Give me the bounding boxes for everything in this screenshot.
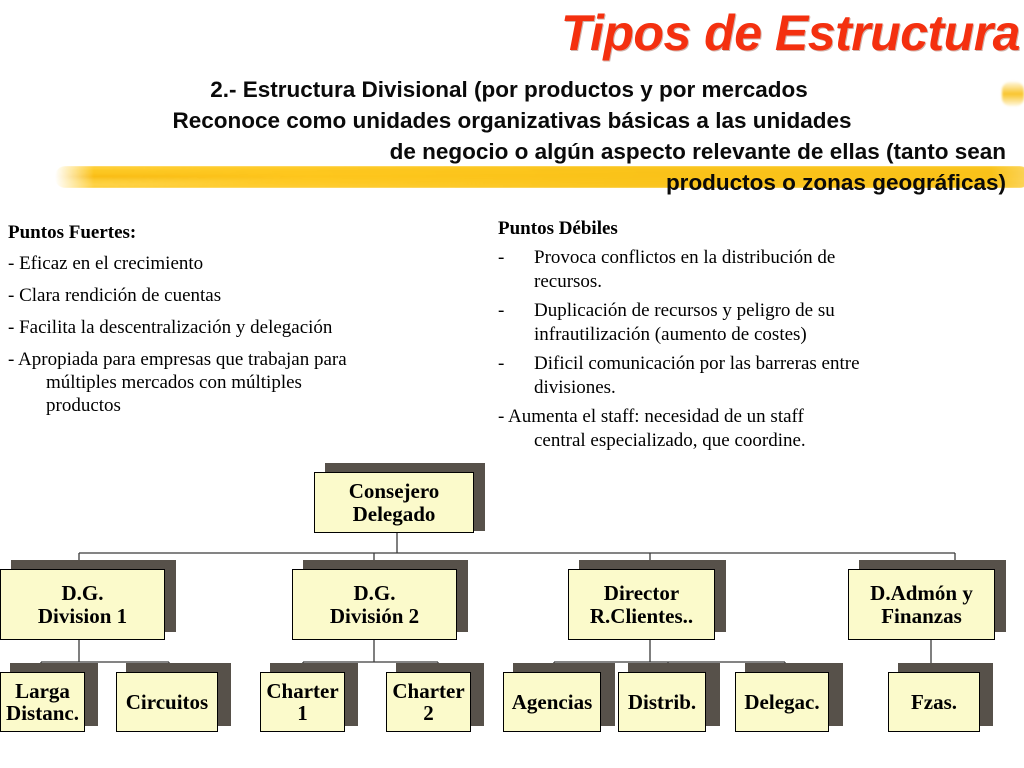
weaknesses-item-2: - Duplicación de recursos y peligro de s… (498, 299, 998, 347)
weaknesses-item-2-line1: Duplicación de recursos y peligro de su (534, 300, 835, 321)
org-node-director-rclientes[interactable]: Director R.Clientes.. (568, 569, 715, 640)
weaknesses-item-2-text: Duplicación de recursos y peligro de su … (534, 299, 998, 347)
weaknesses-item-4-line2: central especializado, que coordine. (534, 430, 806, 451)
org-node-distrib-label: Distrib. (627, 689, 697, 714)
weaknesses-item-1-text: Provoca conflictos en la distribución de… (534, 246, 998, 294)
weaknesses-item-3-line1: Dificil comunicación por las barreras en… (534, 353, 860, 374)
org-node-dg-division-2-line1: D.G. (353, 581, 396, 606)
org-node-larga-distanc-label: Larga Distanc. (6, 680, 79, 724)
org-node-circuitos[interactable]: Circuitos (116, 672, 218, 732)
org-node-circuitos-label: Circuitos (125, 689, 209, 714)
weaknesses-item-4: - Aumenta el staff: necesidad de un staf… (498, 405, 998, 453)
weaknesses-item-3-dash: - (498, 353, 505, 374)
org-node-dg-division-1-label: D.G. Division 1 (38, 582, 127, 626)
org-node-director-rclientes-label: Director R.Clientes.. (590, 582, 693, 626)
strengths-heading: Puntos Fuertes: (8, 222, 137, 243)
org-node-consejero-delegado-label: Consejero Delegado (349, 480, 440, 524)
org-node-dadmon-finanzas-line2: Finanzas (881, 603, 962, 628)
org-node-dg-division-1-line2: Division 1 (37, 603, 128, 628)
org-node-charter-1-line2: 1 (297, 701, 308, 725)
org-node-charter-1-label: Charter 1 (266, 680, 338, 724)
org-node-director-rclientes-line2: R.Clientes.. (589, 603, 694, 628)
org-node-larga-distanc[interactable]: Larga Distanc. (0, 672, 85, 732)
org-node-larga-distanc-line1: Larga (15, 678, 70, 703)
org-node-consejero-delegado[interactable]: Consejero Delegado (314, 472, 474, 533)
org-node-director-rclientes-line1: Director (603, 581, 680, 606)
org-node-agencias[interactable]: Agencias (503, 672, 601, 732)
yellow-highlight-accent (1002, 82, 1024, 106)
org-node-delegac-label: Delegac. (744, 689, 820, 714)
org-node-dg-division-2[interactable]: D.G. División 2 (292, 569, 457, 640)
weaknesses-item-3-line2: divisiones. (534, 377, 616, 398)
org-node-charter-1[interactable]: Charter 1 (260, 672, 345, 732)
org-node-agencias-label: Agencias (511, 689, 593, 714)
org-node-larga-distanc-line2: Distanc. (6, 701, 79, 725)
org-node-dg-division-1-line1: D.G. (61, 581, 104, 606)
org-node-consejero-delegado-line2: Delegado (352, 501, 436, 526)
org-node-distrib[interactable]: Distrib. (618, 672, 706, 732)
org-node-fzas-label: Fzas. (910, 689, 958, 714)
org-node-dadmon-finanzas-label: D.Admón y Finanzas (870, 582, 973, 626)
strengths-item-4: - Apropiada para empresas que trabajan p… (8, 348, 478, 417)
weaknesses-item-1-line1: Provoca conflictos en la distribución de (534, 247, 836, 268)
org-chart: Consejero Delegado D.G. Division 1 D.G. … (0, 440, 1024, 768)
strengths-column: Puntos Fuertes: - Eficaz en el crecimien… (8, 222, 478, 426)
subtitle-line-3: de negocio o algún aspecto relevante de … (389, 139, 1006, 164)
org-node-dadmon-finanzas[interactable]: D.Admón y Finanzas (848, 569, 995, 640)
org-node-delegac[interactable]: Delegac. (735, 672, 829, 732)
weaknesses-item-2-dash: - (498, 300, 505, 321)
strengths-item-4-cont2: productos (46, 395, 121, 416)
strengths-item-2-text: - Clara rendición de cuentas (8, 285, 222, 306)
org-node-dg-division-2-label: D.G. División 2 (330, 582, 419, 626)
org-node-charter-1-line1: Charter (266, 678, 339, 703)
weaknesses-column: Puntos Débiles - Provoca conflictos en l… (498, 218, 998, 457)
org-node-dg-division-1[interactable]: D.G. Division 1 (0, 569, 165, 640)
weaknesses-item-3: - Dificil comunicación por las barreras … (498, 352, 998, 400)
strengths-item-4-text: - Apropiada para empresas que trabajan p… (8, 349, 347, 370)
slide-subtitle: 2.- Estructura Divisional (por productos… (14, 74, 1014, 198)
org-node-charter-2-label: Charter 2 (392, 680, 464, 724)
weaknesses-item-1: - Provoca conflictos en la distribución … (498, 246, 998, 294)
weaknesses-item-1-line2: recursos. (534, 271, 603, 292)
weaknesses-item-4-line1: - Aumenta el staff: necesidad de un staf… (498, 406, 804, 427)
org-node-fzas[interactable]: Fzas. (888, 672, 980, 732)
subtitle-line-2: Reconoce como unidades organizativas bás… (172, 108, 852, 133)
org-node-consejero-delegado-line1: Consejero (348, 479, 440, 504)
subtitle-line-1: 2.- Estructura Divisional (por productos… (210, 77, 808, 102)
page-title: Tipos de Estructura (560, 5, 1021, 61)
org-node-dg-division-2-line2: División 2 (329, 603, 420, 628)
weaknesses-item-3-text: Dificil comunicación por las barreras en… (534, 352, 998, 400)
subtitle-line-4: productos o zonas geográficas) (665, 170, 1006, 195)
org-node-dadmon-finanzas-line1: D.Admón y (870, 581, 973, 606)
weaknesses-heading: Puntos Débiles (498, 218, 618, 239)
strengths-item-1-text: - Eficaz en el crecimiento (8, 253, 204, 274)
yellow-highlight-stroke (55, 166, 1024, 188)
org-node-charter-2-line1: Charter (392, 678, 465, 703)
org-node-charter-2[interactable]: Charter 2 (386, 672, 471, 732)
weaknesses-item-1-dash: - (498, 247, 505, 268)
strengths-item-1: - Eficaz en el crecimiento (8, 252, 478, 275)
strengths-item-4-cont: múltiples mercados con múltiples (46, 372, 302, 393)
weaknesses-item-2-line2: infrautilización (aumento de costes) (534, 324, 807, 345)
org-node-charter-2-line2: 2 (423, 701, 434, 725)
strengths-item-3: - Facilita la descentralización y delega… (8, 316, 478, 339)
strengths-item-3-text: - Facilita la descentralización y delega… (8, 317, 333, 338)
strengths-item-2: - Clara rendición de cuentas (8, 284, 478, 307)
